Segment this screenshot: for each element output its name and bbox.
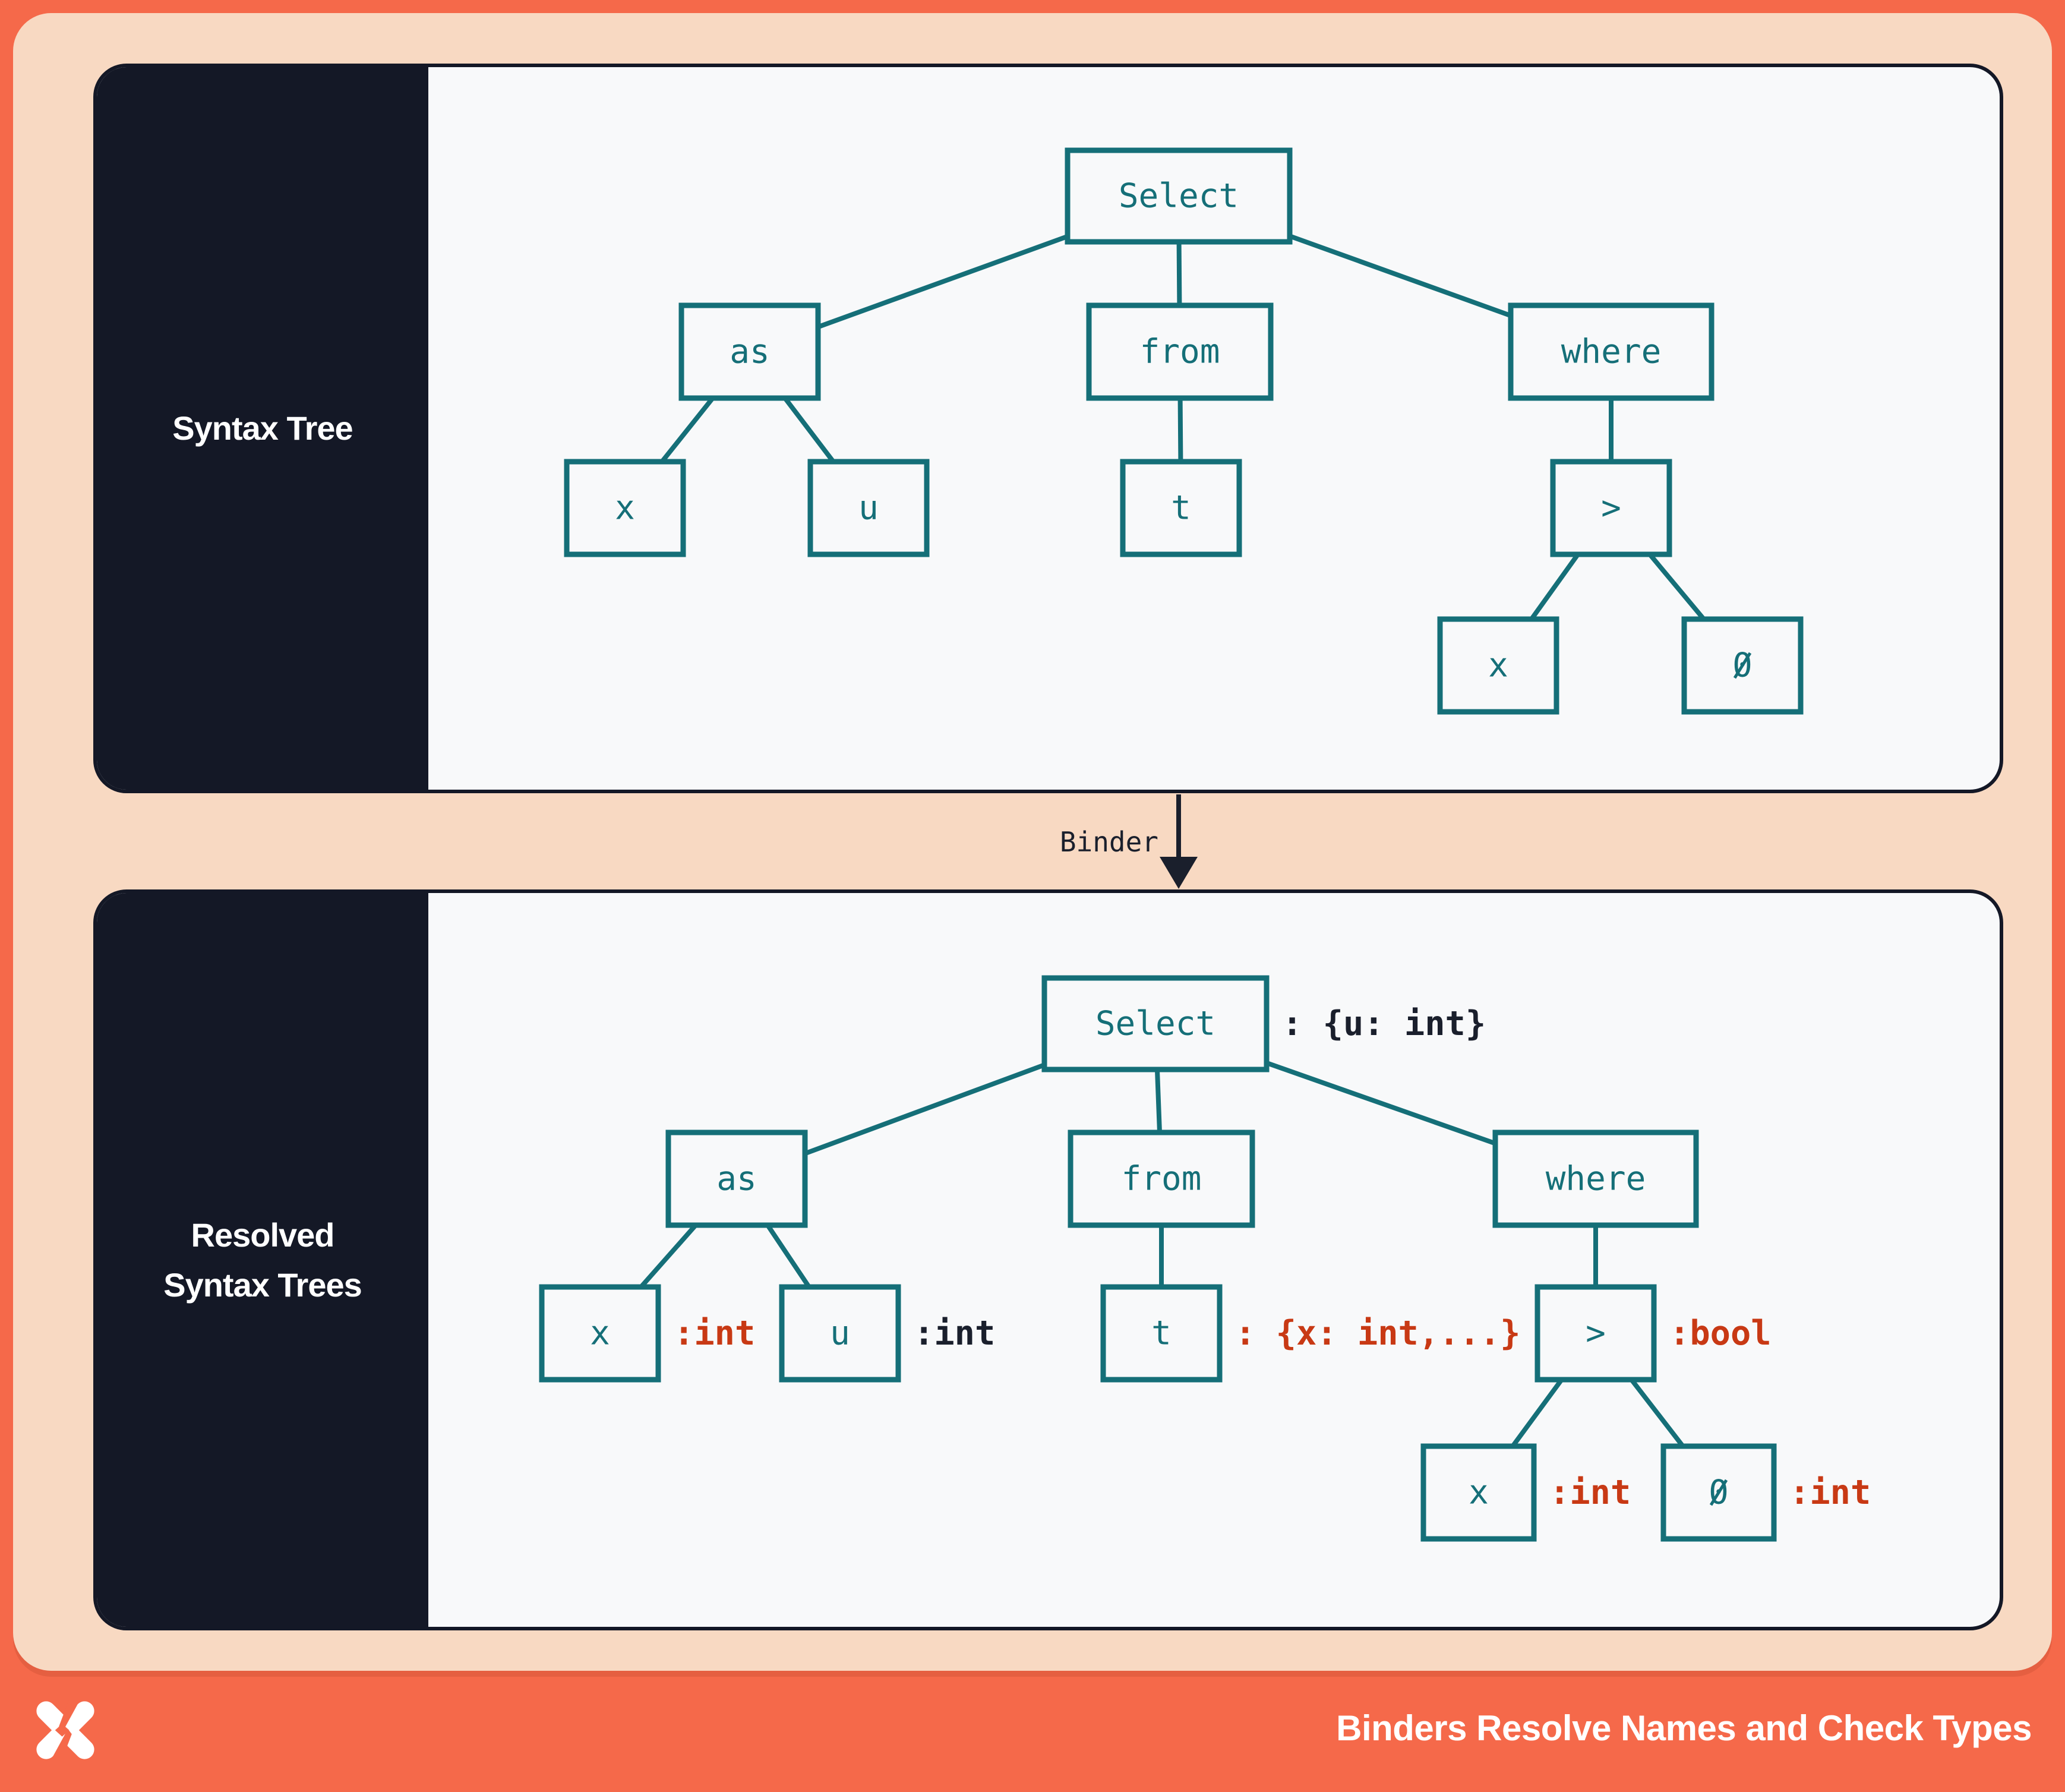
- sidebar-label-syntax-tree: Syntax Tree: [172, 409, 353, 447]
- sidebar-label-resolved-line2: Syntax Trees: [163, 1266, 362, 1304]
- binder-arrow-head-icon: [1160, 857, 1198, 889]
- sidebar-label-resolved-line1: Resolved: [191, 1216, 335, 1254]
- panel-resolved-syntax-trees: Resolved Syntax Trees: [93, 889, 2003, 1630]
- binder-label: Binder: [1059, 826, 1158, 858]
- binder-arrow-line: [1176, 794, 1181, 860]
- panel-syntax-tree: Syntax Tree: [93, 64, 2003, 793]
- x-pinwheel-logo-icon: [36, 1699, 94, 1761]
- footer-title: Binders Resolve Names and Check Types: [1336, 1708, 2032, 1748]
- sidebar-resolved-syntax-trees: Resolved Syntax Trees: [97, 893, 428, 1627]
- sidebar-syntax-tree: Syntax Tree: [97, 67, 428, 790]
